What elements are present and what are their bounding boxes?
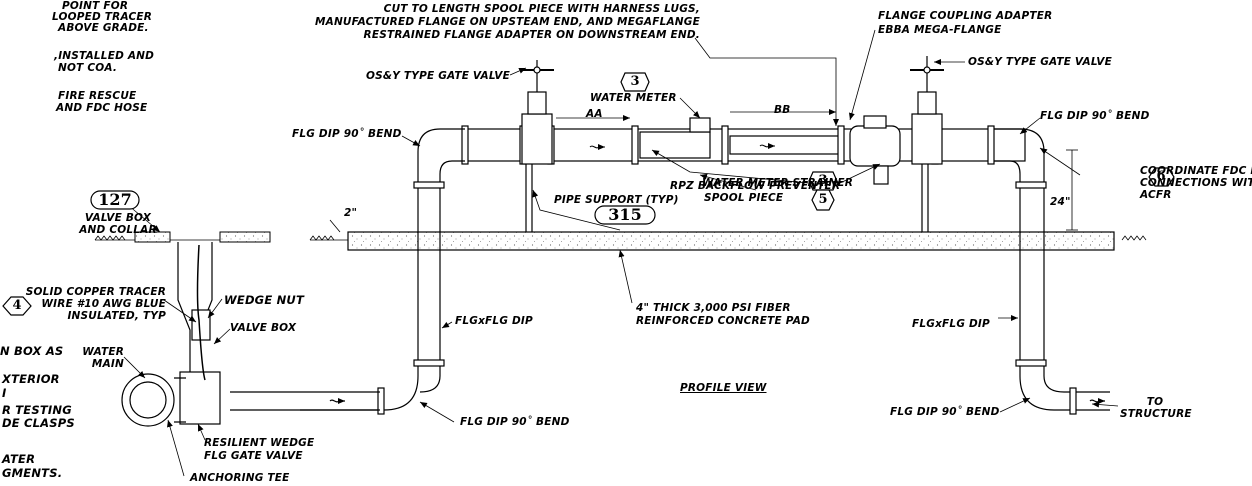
note-left-12: DE CLASPS [2, 416, 75, 430]
dim-2-label: 2" [344, 207, 358, 219]
note-left-5: NOT COA. [58, 62, 118, 74]
note-left-8: N BOX AS [0, 344, 64, 358]
tag-shapes [2, 72, 1175, 316]
meter-strainer-label: WATER METER STRAINER [702, 177, 853, 189]
note-left-2: LOOPED TRACER [52, 11, 153, 23]
tracer-line3: INSULATED, TYP [67, 310, 166, 322]
concrete-pad [347, 231, 1115, 251]
resilient-line2: FLG GATE VALVE [204, 450, 303, 462]
note-left-1: POINT FOR [62, 0, 129, 12]
spool-cut-line3: RESTRAINED FLANGE ADAPTER ON DOWNSTREAM … [363, 29, 700, 41]
gate-valve-left-shape [520, 60, 554, 165]
fdc-line2: CONNECTIONS WITH [1140, 177, 1252, 189]
note-left-7: AND FDC HOSE [56, 102, 148, 114]
concrete-line1: 4" THICK 3,000 PSI FIBER [636, 302, 791, 314]
leader-lines [123, 29, 1119, 477]
spool-cut-line1: CUT TO LENGTH SPOOL PIECE WITH HARNESS L… [383, 3, 700, 15]
bend-bottom-right-label: FLG DIP 90˚ BEND [890, 406, 1000, 418]
note-left-3: ABOVE GRADE. [58, 22, 149, 34]
spool-piece-label: SPOOL PIECE [704, 192, 784, 204]
dimension-lines [329, 109, 1078, 233]
right-riser [994, 128, 1110, 415]
note-left-11: R TESTING [2, 403, 72, 417]
fdc-line3: ACFR [1140, 189, 1172, 201]
note-left-9: XTERIOR [2, 372, 60, 386]
tag-5: 5 [818, 192, 828, 207]
bend-bottom-left-label: FLG DIP 90˚ BEND [460, 416, 570, 428]
valve-box-label: VALVE BOX [230, 322, 297, 334]
tag-315: 315 [608, 205, 642, 224]
tracer-line1: SOLID COPPER TRACER [25, 286, 166, 298]
pipe-supports [525, 164, 929, 232]
spool-cut-line2: MANUFACTURED FLANGE ON UPSTEAM END, AND … [314, 16, 700, 28]
flange-adapter-line1: FLANGE COUPLING ADAPTER [878, 10, 1053, 22]
valve-box-collar [134, 231, 171, 243]
flgxflg-right-label: FLGxFLG DIP [912, 318, 990, 330]
fdc-line1: COORDINATE FDC HOS [1140, 165, 1252, 177]
tag-127: 127 [98, 190, 132, 209]
gate-valve-right-shape [910, 56, 944, 165]
bend-top-left-label: FLG DIP 90˚ BEND [292, 128, 402, 140]
rpz-text: RPZ BACKFLOW PREVENTER [670, 180, 841, 192]
dim-aa-label: AA [586, 108, 603, 120]
tag-3-strainer: 3 [818, 173, 828, 188]
rpz-shape [849, 115, 901, 185]
tracer-line2: WIRE #10 AWG BLUE [41, 298, 166, 310]
tag-3-meter: 3 [630, 74, 640, 89]
tag-6: 6 [1156, 169, 1166, 184]
water-meter-label: WATER METER [590, 92, 677, 104]
profile-view-label: PROFILE VIEW [680, 382, 767, 394]
anchoring-tee-label: ANCHORING TEE [190, 472, 290, 484]
resilient-line1: RESILIENT WEDGE [204, 437, 315, 449]
left-riser [300, 128, 465, 415]
bend-top-right-label: FLG DIP 90˚ BEND [1040, 110, 1150, 122]
wedge-nut-label: WEDGE NUT [224, 293, 304, 307]
note-left-14: GMENTS. [2, 466, 63, 480]
dim-24-label: 24" [1050, 196, 1071, 208]
note-left-6: FIRE RESCUE [58, 90, 137, 102]
valve-box-collar-line2: AND COLLAR [79, 224, 157, 236]
lower-pipe [230, 391, 1105, 411]
dim-bb-label: BB [774, 104, 791, 116]
note-left-4: ,INSTALLED AND [54, 50, 155, 62]
pipe-support-label: PIPE SUPPORT (TYP) [554, 194, 679, 206]
flange-adapter-line2: EBBA MEGA-FLANGE [878, 24, 1002, 36]
to-structure-line2: STRUCTURE [1120, 408, 1192, 420]
flgxflg-left-label: FLGxFLG DIP [455, 315, 533, 327]
note-left-13: ATER [2, 452, 36, 466]
gate-valve-right-label: OS&Y TYPE GATE VALVE [968, 56, 1113, 68]
tag-4: 4 [12, 298, 22, 313]
concrete-line2: REINFORCED CONCRETE PAD [636, 315, 810, 327]
to-structure-line1: TO [1146, 396, 1164, 408]
valve-box-collar-line1: VALVE BOX [84, 212, 152, 224]
note-left-10: I [2, 386, 7, 400]
water-main-line1: WATER [82, 346, 124, 358]
water-main-line2: MAIN [91, 358, 124, 370]
gate-valve-left-label: OS&Y TYPE GATE VALVE [366, 70, 511, 82]
valve-box-shape [121, 242, 221, 427]
